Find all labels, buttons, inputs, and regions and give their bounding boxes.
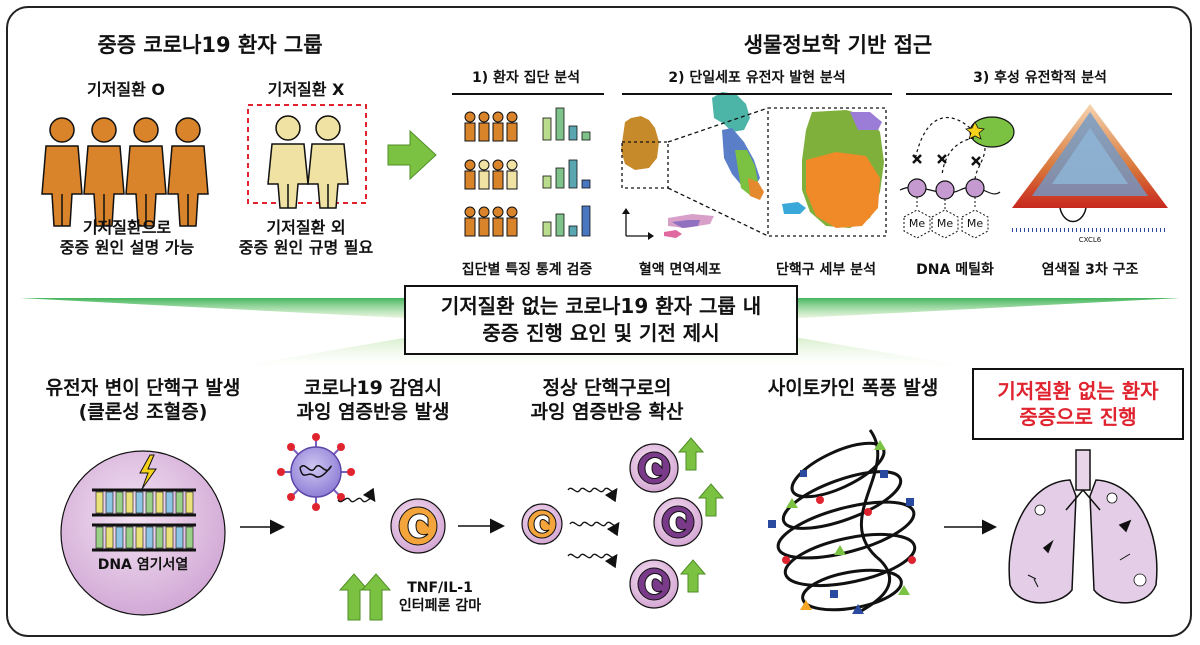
stage-2-title: 코로나19 감염시 과잉 염증반응 발생 [296, 377, 450, 423]
step-1-title: 1) 환자 집단 분석 [471, 70, 581, 86]
methyl-label-1: Me [908, 217, 926, 230]
people-without-condition [267, 115, 349, 209]
step-1-rule [452, 93, 604, 95]
gene-label: CXCL6 [1078, 236, 1102, 244]
wave-arrow-4 [567, 553, 618, 569]
caption-monocyte: 단핵구 세부 분석 [776, 262, 876, 278]
normal-monocytes [629, 443, 703, 609]
cytokine-storm [768, 429, 917, 614]
up-arrows-cytokines [338, 573, 392, 621]
cytokine-labels: TNF/IL-1 인터페론 감마 [398, 580, 482, 614]
dna-cell [60, 450, 226, 616]
step-2-title: 2) 단일세포 유전자 발현 분석 [668, 70, 846, 86]
figure-frame [6, 6, 1192, 637]
virus-icon [277, 433, 355, 511]
methylation-diagram [899, 116, 1015, 239]
chromatin-heatmap [1012, 104, 1168, 232]
without-condition-label: 기저질환 X [267, 80, 345, 99]
methyl-label-3: Me [966, 217, 984, 230]
green-arrow-right [387, 129, 437, 181]
up-arrows-normal [677, 437, 725, 593]
without-condition-caption: 기저질환 외 중증 원인 규명 필요 [238, 218, 374, 257]
funnel-bottom [205, 338, 1000, 372]
patient-group-icons [464, 111, 518, 237]
outcome-box: 기저질환 없는 환자 중증으로 진행 [972, 368, 1184, 440]
mutant-monocyte [390, 498, 446, 554]
mini-bar-charts [542, 107, 591, 237]
step-2-rule [622, 93, 892, 95]
methyl-label-2: Me [936, 217, 954, 230]
with-condition-caption: 기저질환으로 중증 원인 설명 가능 [59, 218, 195, 257]
findings-callout: 기저질환 없는 코로나19 환자 그룹 내 중증 진행 요인 및 기전 제시 [404, 285, 798, 355]
mutant-monocyte-small [521, 503, 563, 545]
wave-arrow-1 [337, 487, 376, 503]
caption-blood-immune: 혈액 면역세포 [638, 262, 722, 278]
dna-label: DNA 염기서열 [97, 557, 189, 573]
caption-group-stats: 집단별 특징 통계 검증 [461, 262, 593, 278]
umap-plot [621, 92, 887, 240]
people-with-condition [41, 117, 209, 227]
caption-chromatin: 염색질 3차 구조 [1041, 262, 1139, 278]
with-condition-label: 기저질환 O [86, 80, 166, 99]
dashed-box [247, 104, 367, 204]
approach-title: 생물정보학 기반 접근 [743, 33, 933, 57]
stage-1-title: 유전자 변이 단핵구 발생 (클론성 조혈증) [45, 377, 241, 423]
stage-3-title: 정상 단핵구로의 과잉 염증반응 확산 [530, 377, 684, 423]
wave-arrow-3 [569, 521, 620, 537]
caption-dna-methylation: DNA 메틸화 [916, 262, 994, 278]
wave-arrow-2 [567, 487, 618, 503]
lightning-icon [139, 454, 157, 490]
step-3-rule [906, 93, 1172, 95]
stage-4-title: 사이토카인 폭풍 발생 [767, 377, 939, 399]
step-3-title: 3) 후성 유전학적 분석 [973, 70, 1107, 86]
lungs-icon [1008, 449, 1158, 604]
group-title: 중증 코로나19 환자 그룹 [97, 33, 323, 57]
